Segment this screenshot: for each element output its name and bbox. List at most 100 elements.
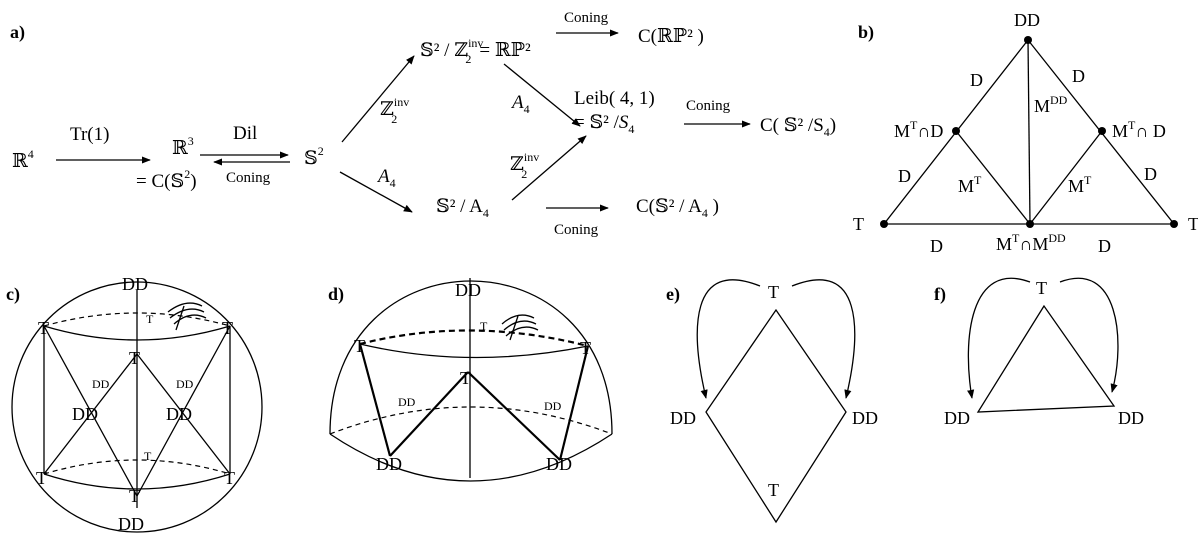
d-label-dd-small-left: DD	[398, 395, 416, 409]
c-label-t-4: T	[36, 468, 47, 488]
e-label-dd-left: DD	[670, 408, 696, 428]
b-label-mdd: MDD	[1034, 93, 1068, 116]
diag-3	[136, 325, 231, 497]
panel-c: DD DD DD DD DD DD T T T T T T T T	[11, 274, 263, 533]
rotation-tick	[509, 315, 519, 341]
c-label-dd-small-left: DD	[92, 377, 110, 391]
f-label-t: T	[1036, 278, 1047, 298]
c-label-t-3: T	[129, 348, 140, 368]
b-label-mt-cap-mdd: MT∩MDD	[996, 231, 1066, 254]
c-label-t-5: T	[224, 468, 235, 488]
b-label-mt-left: MT	[958, 173, 982, 196]
c-label-t-small-top: T	[146, 312, 154, 326]
c-label-t-6: T	[129, 486, 140, 506]
c-s2s4-node: C( 𝕊² /S4)	[760, 115, 836, 139]
rotation-arc-3	[505, 326, 539, 337]
left-inner-edge	[955, 130, 1031, 225]
sphere-outline	[11, 281, 263, 533]
e-label-t-top: T	[768, 282, 779, 302]
vertex-dd	[1024, 36, 1032, 44]
c-label-dd-left: DD	[72, 404, 98, 424]
s2-to-a4-arrow	[339, 171, 413, 213]
median-line	[1027, 39, 1031, 225]
d-label-dd-right: DD	[546, 454, 572, 474]
s2-node: 𝕊2	[304, 144, 324, 169]
vertex-bottom-mid	[1026, 220, 1034, 228]
rotation-arc-3	[173, 314, 207, 325]
e-label-t-bottom: T	[768, 480, 779, 500]
dil-label: Dil	[233, 123, 257, 144]
panel-f: T DD DD	[944, 277, 1144, 428]
d-label-t-left: T	[354, 336, 365, 356]
c-rp2-node: C(ℝℙ² )	[638, 26, 704, 47]
b-label-d-5: D	[930, 236, 943, 256]
c-label-dd-top: DD	[122, 274, 148, 294]
s2-to-rp2-arrow	[341, 55, 415, 143]
panel-label-b: b)	[858, 22, 874, 43]
edge-2	[389, 371, 469, 457]
c-s2a4-node: C(𝕊² / A4 )	[636, 196, 719, 220]
panel-label-a: a)	[10, 22, 25, 43]
edge-3	[467, 371, 561, 461]
c-label-t-2: T	[222, 318, 233, 338]
c-label-dd-bottom: DD	[118, 514, 144, 533]
b-label-d-2: D	[1072, 66, 1085, 86]
right-inner-edge	[1029, 130, 1103, 225]
d-label-dd-left: DD	[376, 454, 402, 474]
diag-2	[43, 353, 138, 475]
panel-label-f: f)	[934, 284, 946, 305]
rotation-arc-2	[169, 308, 205, 319]
vertex-right-mid	[1098, 127, 1106, 135]
f-label-dd-left: DD	[944, 408, 970, 428]
d-label-dd-top: DD	[455, 280, 481, 300]
d-label-t-right: T	[580, 338, 591, 358]
b-label-mt-cap-d-right: MT∩ D	[1112, 118, 1166, 141]
edge-4	[558, 345, 590, 461]
triangle	[976, 304, 1116, 413]
a4-label-1: A4	[376, 166, 396, 190]
panel-e: T DD DD T	[670, 279, 878, 524]
b-label-d-6: D	[1098, 236, 1111, 256]
coning-label-1: Coning	[226, 170, 271, 186]
arc-to-left-dd	[696, 279, 761, 399]
base-back	[329, 406, 613, 435]
edge-1	[358, 343, 392, 457]
d-label-t-small: T	[480, 319, 488, 333]
panel-label-d: d)	[328, 284, 344, 305]
hemisphere-outline	[329, 280, 613, 435]
e-label-dd-right: DD	[852, 408, 878, 428]
c-label-t-1: T	[38, 318, 49, 338]
coning-label-4: Coning	[554, 222, 599, 238]
tr-label: Tr(1)	[70, 124, 109, 145]
arc-to-left-dd	[967, 277, 1031, 399]
rotation-tick	[175, 305, 185, 331]
f-label-dd-right: DD	[1118, 408, 1144, 428]
coning-label-2: Coning	[564, 10, 609, 26]
c-label-t-small-bottom: T	[144, 449, 152, 463]
a4-to-leib-arrow	[511, 135, 587, 201]
c-label-dd-right: DD	[166, 404, 192, 424]
rotation-arc-1	[501, 314, 535, 325]
vertex-t-left	[880, 220, 888, 228]
s2s4-node: = 𝕊² /S4	[574, 112, 634, 136]
diag-4	[136, 353, 231, 475]
leib-node: Leib( 4, 1)	[574, 88, 655, 109]
vertex-left-mid	[952, 127, 960, 135]
b-label-mt-right: MT	[1068, 173, 1092, 196]
rotation-arc-1	[167, 302, 203, 313]
rotation-arc-2	[503, 320, 537, 331]
b-label-d-4: D	[1144, 164, 1157, 184]
upper-ring-front	[359, 343, 589, 359]
c-label-dd-small-right: DD	[176, 377, 194, 391]
vertex-t-right	[1170, 220, 1178, 228]
b-label-d-1: D	[970, 70, 983, 90]
b-label-mt-cap-d-left: MT∩D	[894, 118, 943, 141]
rhombus	[705, 308, 847, 524]
arc-to-right-dd	[1059, 277, 1119, 393]
